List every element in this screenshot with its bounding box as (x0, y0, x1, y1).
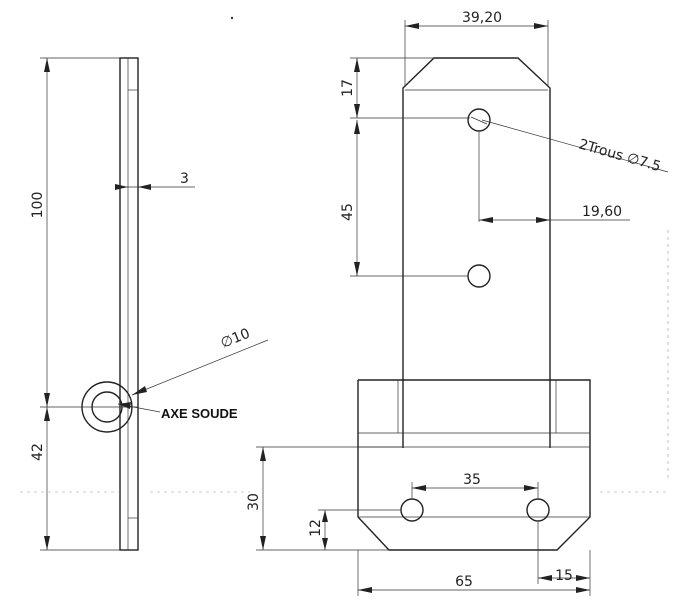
dim-d10-leader (131, 339, 269, 396)
dim-30-arrow-top (260, 447, 266, 461)
background-artifacts (20, 16, 669, 493)
dim-15-arrow-left (538, 575, 552, 581)
dim-12-label: 12 (308, 519, 324, 537)
dim-30-arrow-bottom (260, 536, 266, 550)
dim-100-arrow-top (44, 58, 50, 72)
dim-45-label: 45 (340, 203, 356, 221)
dim-15-label: 15 (555, 568, 573, 584)
dim-100-arrow-bottom (44, 393, 50, 407)
dim-15-arrow-right (576, 575, 590, 581)
dim-42-label: 42 (30, 443, 46, 461)
base-hole-2 (526, 498, 550, 522)
dim-17-arrow-bottom (354, 104, 360, 118)
dim-3-label: 3 (180, 171, 189, 187)
dim-30-label: 30 (246, 493, 262, 511)
dim-1960-arrow-right (536, 217, 550, 223)
dim-3920-arrow-right (534, 23, 548, 29)
dim-1960-arrow-left (479, 217, 493, 223)
dim-35-label: 35 (463, 472, 481, 488)
dim-3920-label: 39,20 (462, 10, 502, 26)
dim-17-arrow-top (354, 58, 360, 72)
dim-1960-label: 19,60 (582, 204, 622, 220)
dim-45-arrow-bottom (354, 262, 360, 276)
base-plate-outline (357, 379, 591, 551)
front-view: 39,20 17 45 2Trous ∅7.5 19,60 30 (246, 10, 669, 596)
dim-42-arrow-bottom (44, 536, 50, 550)
dim-65-label: 65 (455, 574, 473, 590)
upper-hole-1-slash (470, 116, 488, 125)
dim-3-arrow-left (115, 184, 128, 190)
dim-12-arrow-bottom (322, 538, 328, 550)
upper-hole-1 (467, 108, 491, 132)
dim-d10-label: ∅10 (219, 326, 253, 352)
dim-45-arrow-top (354, 120, 360, 134)
holes-note-leader (481, 119, 669, 173)
dim-65-arrow-left (358, 587, 372, 593)
dim-100-label: 100 (30, 192, 46, 219)
dim-17-label: 17 (340, 79, 356, 97)
base-hole-1 (400, 498, 424, 522)
dim-3-arrow-right (138, 184, 151, 190)
axe-soude-label: AXE SOUDE (161, 406, 238, 421)
upper-plate-outline (402, 57, 551, 448)
dim-35-arrow-left (412, 485, 426, 491)
dim-d10-arrow (132, 386, 147, 395)
side-plate-outline (119, 57, 139, 551)
axe-soude-arrow (118, 402, 131, 409)
dim-12-arrow-top (322, 510, 328, 522)
side-view: 100 42 3 ∅10 AXE SOUDE (30, 57, 269, 551)
dim-42-arrow-top (44, 407, 50, 421)
dim-3920-arrow-left (405, 23, 419, 29)
dim-65-arrow-right (576, 587, 590, 593)
dim-35-arrow-right (524, 485, 538, 491)
upper-hole-2 (467, 264, 491, 288)
holes-note-label: 2Trous ∅7.5 (577, 136, 663, 175)
